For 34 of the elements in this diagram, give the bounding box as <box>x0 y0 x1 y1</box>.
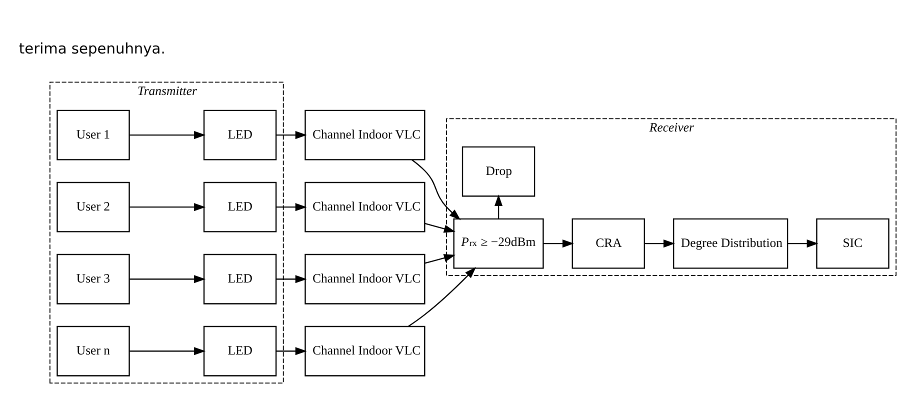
arrow <box>644 239 675 248</box>
node-box: LED <box>203 325 277 376</box>
label: terima sepenuhnya. <box>18 40 166 58</box>
node-box: User 1 <box>56 109 130 160</box>
node-box: Channel Indoor VLC <box>304 181 426 232</box>
arrow <box>130 346 206 355</box>
node-box: User 2 <box>56 181 130 232</box>
arrow <box>130 274 206 283</box>
node-box: Drop <box>462 146 536 196</box>
node-box: SIC <box>816 218 890 268</box>
arrow <box>276 346 307 355</box>
node-box: Channel Indoor VLC <box>304 325 426 376</box>
node-box: User 3 <box>56 253 130 304</box>
arrow <box>788 239 818 248</box>
node-box: Prx ≥ −29dBm <box>453 218 544 268</box>
arrow <box>130 202 206 211</box>
arrow <box>494 194 503 218</box>
arrow <box>424 222 456 232</box>
arrow <box>276 274 307 283</box>
arrow <box>130 130 206 139</box>
arrow <box>543 239 574 248</box>
arrow <box>411 158 461 220</box>
node-box: Channel Indoor VLC <box>304 109 426 160</box>
node-box: Channel Indoor VLC <box>304 253 426 304</box>
arrow <box>408 266 476 326</box>
arrow <box>276 202 307 211</box>
node-box: CRA <box>572 218 645 268</box>
node-box: LED <box>203 181 277 232</box>
arrow <box>424 254 456 264</box>
node-box: LED <box>203 109 277 160</box>
node-box: Degree Distribution <box>673 218 788 268</box>
arrow <box>276 130 307 139</box>
node-box: User n <box>56 325 130 376</box>
node-box: LED <box>203 253 277 304</box>
